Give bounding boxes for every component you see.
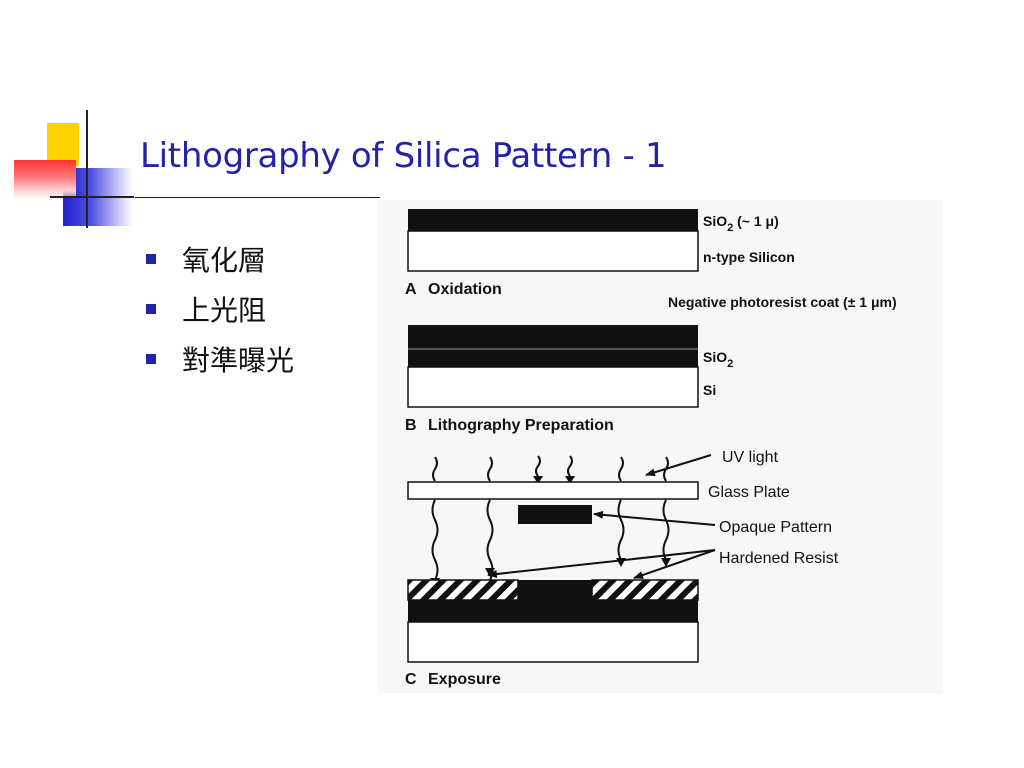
arrowhead-icon bbox=[533, 476, 543, 484]
uv-ray bbox=[618, 456, 624, 482]
n-type-silicon-label: n-type Silicon bbox=[703, 249, 795, 265]
horizontal-line-decoration bbox=[50, 196, 134, 198]
silicon-layer bbox=[407, 621, 699, 663]
bullet-item: 上光阻 bbox=[146, 284, 294, 334]
glass-plate-label: Glass Plate bbox=[708, 484, 790, 501]
square-bullet-icon bbox=[146, 304, 156, 314]
sio2-layer bbox=[408, 350, 698, 367]
silicon-layer bbox=[407, 366, 699, 408]
unexposed-resist bbox=[518, 580, 592, 600]
yellow-square-decoration bbox=[47, 123, 79, 166]
vertical-line-decoration bbox=[86, 110, 88, 228]
glass-plate bbox=[407, 481, 699, 500]
step-caption-oxidation: Oxidation bbox=[428, 281, 502, 298]
bullet-text: 氧化層 bbox=[182, 244, 267, 277]
hardened-resist-left bbox=[407, 579, 519, 601]
uv-ray-arrowheads bbox=[533, 476, 575, 484]
step-letter-c: C bbox=[405, 671, 417, 688]
uv-ray bbox=[535, 455, 541, 477]
step-c-exposure: UV light Glass Plate Opaque Pattern Hard… bbox=[405, 449, 839, 688]
lithography-figure: SiO2 (~ 1 μ) n-type Silicon A Oxidation … bbox=[378, 200, 943, 693]
opaque-pattern-pointer bbox=[593, 510, 716, 526]
slide-title: Lithography of Silica Pattern - 1 bbox=[140, 136, 667, 176]
square-bullet-icon bbox=[146, 254, 156, 264]
photoresist-coat-label: Negative photoresist coat (± 1 μm) bbox=[668, 294, 897, 310]
layer-separator bbox=[408, 348, 698, 350]
red-square-decoration bbox=[14, 160, 76, 198]
hardened-resist-label: Hardened Resist bbox=[719, 550, 839, 567]
step-letter-a: A bbox=[405, 281, 417, 298]
uv-rays-below bbox=[431, 499, 670, 581]
step-letter-b: B bbox=[405, 417, 417, 434]
bullet-text: 上光阻 bbox=[182, 294, 267, 327]
title-underline bbox=[135, 197, 380, 198]
step-caption-lithography-preparation: Lithography Preparation bbox=[428, 417, 614, 434]
uv-ray bbox=[487, 456, 493, 482]
uv-light-label: UV light bbox=[722, 449, 779, 466]
lithography-diagram: SiO2 (~ 1 μ) n-type Silicon A Oxidation … bbox=[378, 200, 943, 693]
square-bullet-icon bbox=[146, 354, 156, 364]
step-caption-exposure: Exposure bbox=[428, 671, 501, 688]
sio2-label: SiO2 (~ 1 μ) bbox=[703, 213, 779, 234]
bullet-list: 氧化層 上光阻 對準曝光 bbox=[146, 234, 294, 384]
sio2-layer bbox=[408, 209, 698, 231]
step-b-lithography-preparation: SiO2 Si B Lithography Preparation bbox=[405, 325, 733, 434]
si-label: Si bbox=[703, 382, 716, 398]
uv-ray bbox=[567, 455, 573, 477]
uv-ray bbox=[432, 456, 438, 482]
bullet-text: 對準曝光 bbox=[182, 344, 295, 377]
silicon-layer bbox=[407, 230, 699, 272]
step-a-oxidation: SiO2 (~ 1 μ) n-type Silicon A Oxidation bbox=[405, 209, 795, 298]
hardened-resist-right bbox=[591, 579, 699, 601]
pointer-arrows bbox=[487, 454, 716, 579]
hardened-resist-pointer-left bbox=[487, 549, 716, 578]
sio2-layer bbox=[408, 600, 698, 622]
arrowhead-icon bbox=[661, 558, 671, 567]
bullet-item: 對準曝光 bbox=[146, 334, 294, 384]
opaque-pattern-label: Opaque Pattern bbox=[719, 519, 832, 536]
opaque-pattern bbox=[518, 505, 592, 524]
photoresist-layer bbox=[408, 325, 698, 348]
sio2-label: SiO2 bbox=[703, 349, 733, 370]
uv-light-pointer bbox=[645, 454, 712, 477]
hardened-resist-pointer-right bbox=[633, 549, 716, 579]
arrowhead-icon bbox=[565, 476, 575, 484]
bullet-item: 氧化層 bbox=[146, 234, 294, 284]
